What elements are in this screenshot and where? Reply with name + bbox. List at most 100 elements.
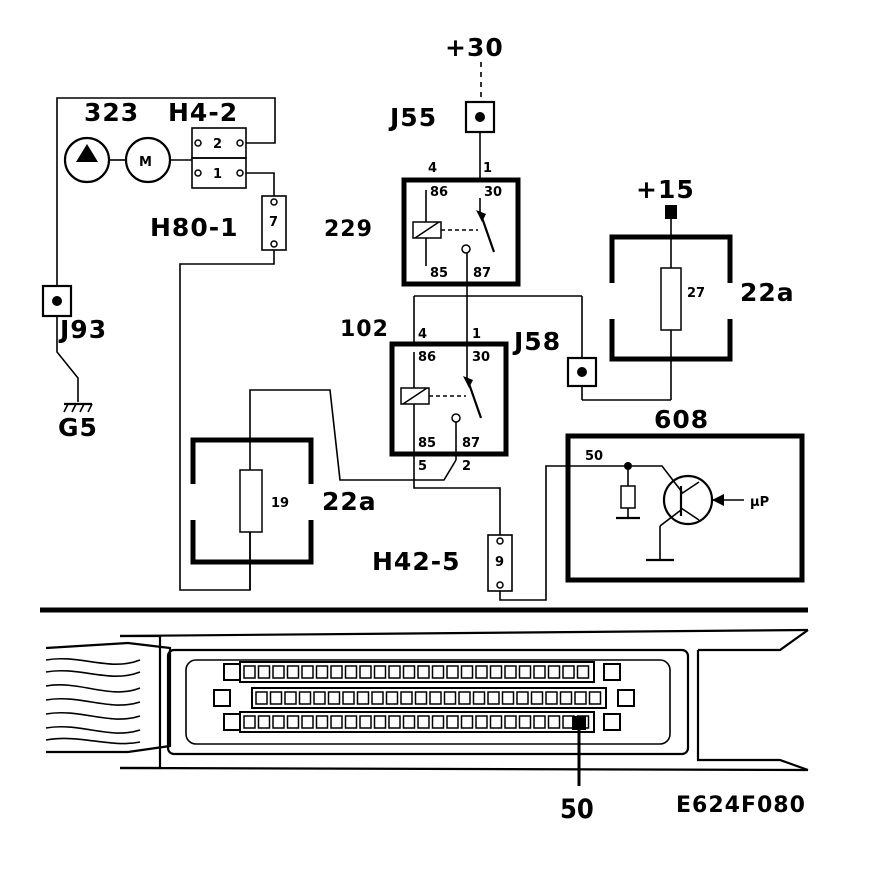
connector-key-bl — [223, 713, 241, 731]
relay-229-pin-1: 1 — [483, 161, 492, 176]
connector-key-tl — [223, 663, 241, 681]
connector-row-frame — [239, 711, 595, 733]
connector-pin — [356, 691, 370, 705]
connector-right-latch — [696, 629, 809, 772]
connector-pin — [330, 715, 343, 729]
connector-pin — [269, 691, 283, 705]
connector-pin — [243, 665, 256, 679]
h4-pin-2-left-dot — [194, 139, 202, 147]
relay-229-box — [401, 177, 521, 287]
relay-102-terminal-87: 87 — [462, 436, 480, 451]
h42-label: H42-5 — [372, 547, 460, 576]
connector-key-ml — [213, 689, 231, 707]
supply-plus15-terminal — [665, 205, 677, 219]
connector-pin — [327, 691, 341, 705]
connector-pin — [257, 715, 271, 729]
relay-229-terminal-87: 87 — [473, 266, 491, 281]
connector-pin — [547, 665, 561, 679]
relay-229-coil-diagonal — [414, 221, 440, 239]
connector-pin — [243, 715, 256, 729]
wire-j93-to-ground — [56, 316, 79, 402]
supply-plus15-label: +15 — [636, 175, 695, 204]
connector-pin — [385, 691, 399, 705]
connector-body-top-edge — [119, 628, 809, 638]
connector-pin — [489, 715, 503, 729]
connector-cable-wires — [45, 657, 141, 745]
relay-102-pin-2: 2 — [462, 459, 471, 474]
relay-102-coil-diagonal — [402, 387, 428, 405]
supply-plus30-label: +30 — [445, 33, 504, 62]
j93-pin-dot — [52, 296, 62, 306]
relay-102-pin-5: 5 — [418, 459, 427, 474]
connector-pin — [489, 665, 503, 679]
connector-pin — [359, 665, 372, 679]
connector-pin — [284, 691, 297, 705]
h4-label: H4-2 — [168, 98, 238, 127]
figure-reference: E624F080 — [676, 793, 806, 818]
connector-pin — [417, 715, 430, 729]
connector-pin — [504, 665, 517, 679]
ecu-microprocessor-label: μP — [750, 495, 769, 510]
ground-hatch-4 — [87, 403, 93, 413]
connector-pin — [417, 665, 430, 679]
connector-pin — [402, 665, 416, 679]
connector-pin — [286, 715, 300, 729]
relay-102-switch-tip — [463, 376, 473, 388]
j55-label: J55 — [388, 103, 437, 132]
relay-102-pin-1: 1 — [472, 327, 481, 342]
connector-pin — [501, 691, 515, 705]
fuse-19-element — [239, 469, 263, 533]
wire-h42-to-ecu — [499, 465, 628, 601]
connector-pin — [533, 665, 546, 679]
fuse-27-box-gap-left — [606, 283, 618, 319]
relay-102-label: 102 — [340, 317, 389, 342]
connector-pin — [446, 715, 459, 729]
h80-bottom-dot — [270, 240, 278, 248]
fuse-19-number: 19 — [271, 496, 289, 511]
wire-102-pin2-to-fuse19 — [249, 389, 457, 590]
connector-pin — [286, 665, 300, 679]
motor-symbol-label: M — [139, 155, 152, 170]
connector-pin — [530, 691, 544, 705]
connector-pin — [315, 715, 329, 729]
connector-pin — [298, 691, 312, 705]
ecu-608-label: 608 — [654, 405, 709, 434]
connector-pin — [373, 665, 387, 679]
connector-pin — [330, 665, 343, 679]
connector-pin — [504, 715, 517, 729]
j58-pin-dot — [577, 367, 587, 377]
wire-fuse19-to-h80 — [179, 250, 275, 591]
h80-label: H80-1 — [150, 213, 238, 242]
relay-102-terminal-30: 30 — [472, 350, 490, 365]
connector-pin — [429, 691, 442, 705]
connector-pin — [400, 691, 413, 705]
connector-pin — [446, 665, 459, 679]
connector-pin — [272, 665, 285, 679]
connector-pin — [516, 691, 529, 705]
h4-pin-1-left-dot — [194, 169, 202, 177]
connector-pin — [443, 691, 457, 705]
pump-323-label: 323 — [84, 98, 139, 127]
relay-229-contact-87 — [461, 244, 471, 254]
h80-pin: 7 — [269, 215, 278, 230]
fuse-27-box-gap-right — [725, 283, 737, 319]
connector-pin — [371, 691, 384, 705]
connector-pin — [301, 665, 314, 679]
connector-pin — [475, 715, 488, 729]
relay-229-terminal-86: 86 — [430, 185, 448, 200]
connector-pin — [487, 691, 500, 705]
fuse-19-label: 22a — [322, 487, 377, 516]
ecu-608-box — [565, 433, 805, 583]
h80-top-dot — [270, 198, 278, 206]
j93-label: J93 — [58, 315, 107, 344]
pump-arrow-icon — [76, 144, 98, 162]
connector-pin — [344, 665, 358, 679]
connector-pin — [518, 715, 532, 729]
relay-229-pin-4: 4 — [428, 161, 437, 176]
fuse-27-label: 22a — [740, 278, 795, 307]
relay-229-terminal-85: 85 — [430, 266, 448, 281]
h80-connector — [261, 195, 287, 251]
connector-face — [185, 659, 671, 745]
